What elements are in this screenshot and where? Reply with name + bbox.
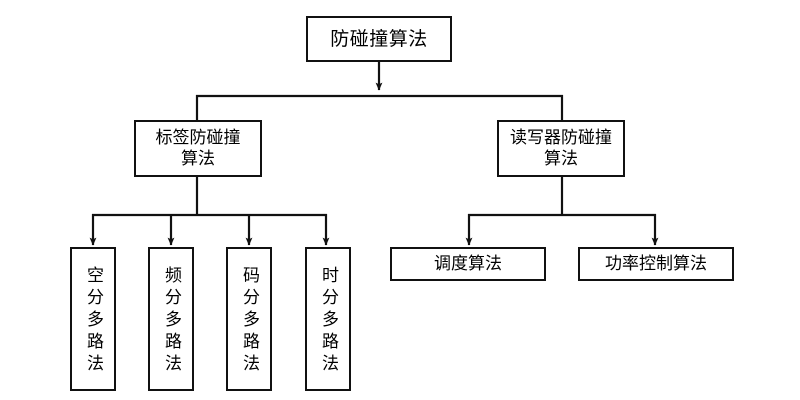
- node-sdma-label: 空分多路法: [83, 266, 104, 376]
- node-root-label: 防碰撞算法: [330, 27, 428, 50]
- node-frequency-division-multiple-access[interactable]: 频分多路法: [148, 247, 194, 391]
- edge-tag-branch-stem: [92, 177, 327, 217]
- node-scheduling-label: 调度算法: [434, 253, 502, 274]
- node-tdma-label: 时分多路法: [318, 266, 339, 376]
- node-fdma-label: 频分多路法: [161, 266, 182, 376]
- node-cdma-label: 码分多路法: [239, 266, 260, 376]
- node-scheduling-algorithm[interactable]: 调度算法: [390, 247, 546, 281]
- node-space-division-multiple-access[interactable]: 空分多路法: [70, 247, 116, 391]
- node-reader-anti-collision-algorithm[interactable]: 读写器防碰撞 算法: [497, 120, 625, 177]
- node-power-control-label: 功率控制算法: [605, 253, 707, 274]
- node-tag-label: 标签防碰撞 算法: [155, 128, 241, 169]
- node-reader-label: 读写器防碰撞 算法: [510, 128, 612, 169]
- node-tag-anti-collision-algorithm[interactable]: 标签防碰撞 算法: [134, 120, 262, 177]
- node-root-anti-collision-algorithm[interactable]: 防碰撞算法: [306, 16, 452, 62]
- node-code-division-multiple-access[interactable]: 码分多路法: [226, 247, 272, 391]
- edge-reader-branch-stem: [468, 177, 656, 217]
- node-power-control-algorithm[interactable]: 功率控制算法: [578, 247, 734, 281]
- edge-root-to-tag-branch: [195, 94, 563, 120]
- node-time-division-multiple-access[interactable]: 时分多路法: [305, 247, 351, 391]
